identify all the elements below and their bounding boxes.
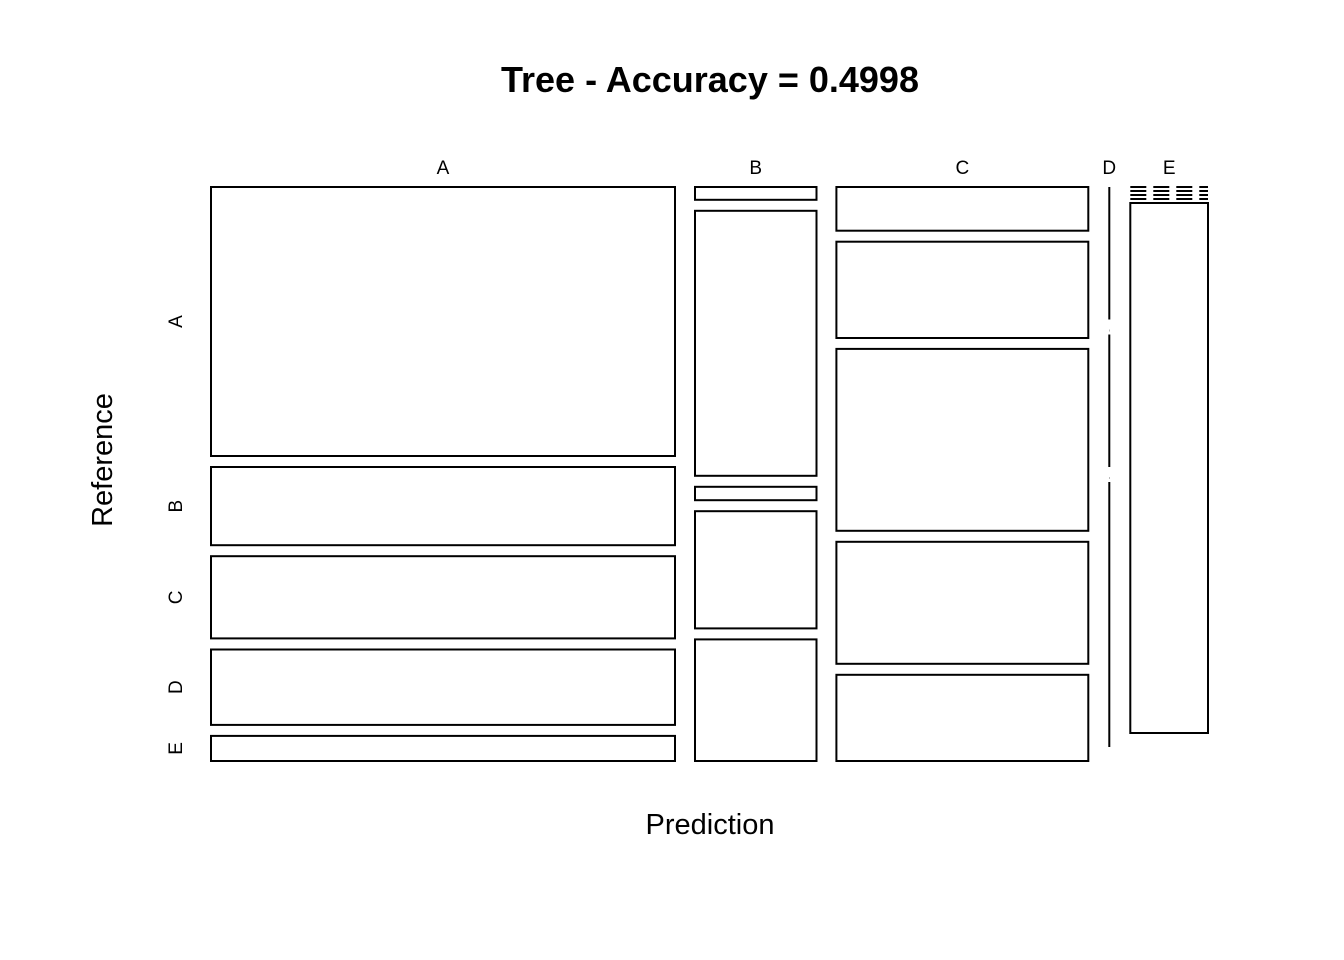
tile-pred-b-ref-a xyxy=(694,186,818,201)
y-tick-b: B xyxy=(166,500,187,513)
tile-pred-a-ref-d xyxy=(210,648,676,726)
tile-pred-c-ref-a xyxy=(835,186,1090,232)
tile-pred-c-ref-c xyxy=(835,347,1090,532)
x-tick-d: D xyxy=(1102,158,1116,179)
tile-pred-b-ref-d xyxy=(694,510,818,630)
y-tick-e: E xyxy=(166,742,187,755)
y-tick-d: D xyxy=(166,680,187,694)
tile-pred-c-ref-b xyxy=(835,240,1090,339)
tile-pred-c-ref-d xyxy=(835,540,1090,665)
y-axis-label: Reference xyxy=(87,393,119,527)
y-tick-labels: A B C D E xyxy=(166,315,187,755)
tile-pred-b-ref-b xyxy=(694,209,818,477)
x-tick-labels: A B C D E xyxy=(437,158,1176,179)
tile-pred-c-ref-e xyxy=(835,673,1090,762)
tile-pred-b-ref-e xyxy=(694,638,818,763)
mosaic-tiles xyxy=(210,186,1210,763)
x-axis-label: Prediction xyxy=(646,809,775,841)
tile-pred-a-ref-a xyxy=(210,186,676,457)
chart-title: Tree - Accuracy = 0.4998 xyxy=(501,59,919,100)
tile-pred-e-ref-e xyxy=(1129,202,1210,734)
y-tick-a: A xyxy=(166,315,187,328)
x-tick-e: E xyxy=(1163,158,1176,179)
x-tick-c: C xyxy=(956,158,970,179)
tile-pred-b-ref-c xyxy=(694,485,818,502)
x-tick-b: B xyxy=(749,158,762,179)
tile-pred-a-ref-e xyxy=(210,734,676,763)
tile-pred-a-ref-b xyxy=(210,466,676,547)
x-tick-a: A xyxy=(437,158,450,179)
tile-pred-a-ref-c xyxy=(210,555,676,640)
y-tick-c: C xyxy=(166,591,187,605)
